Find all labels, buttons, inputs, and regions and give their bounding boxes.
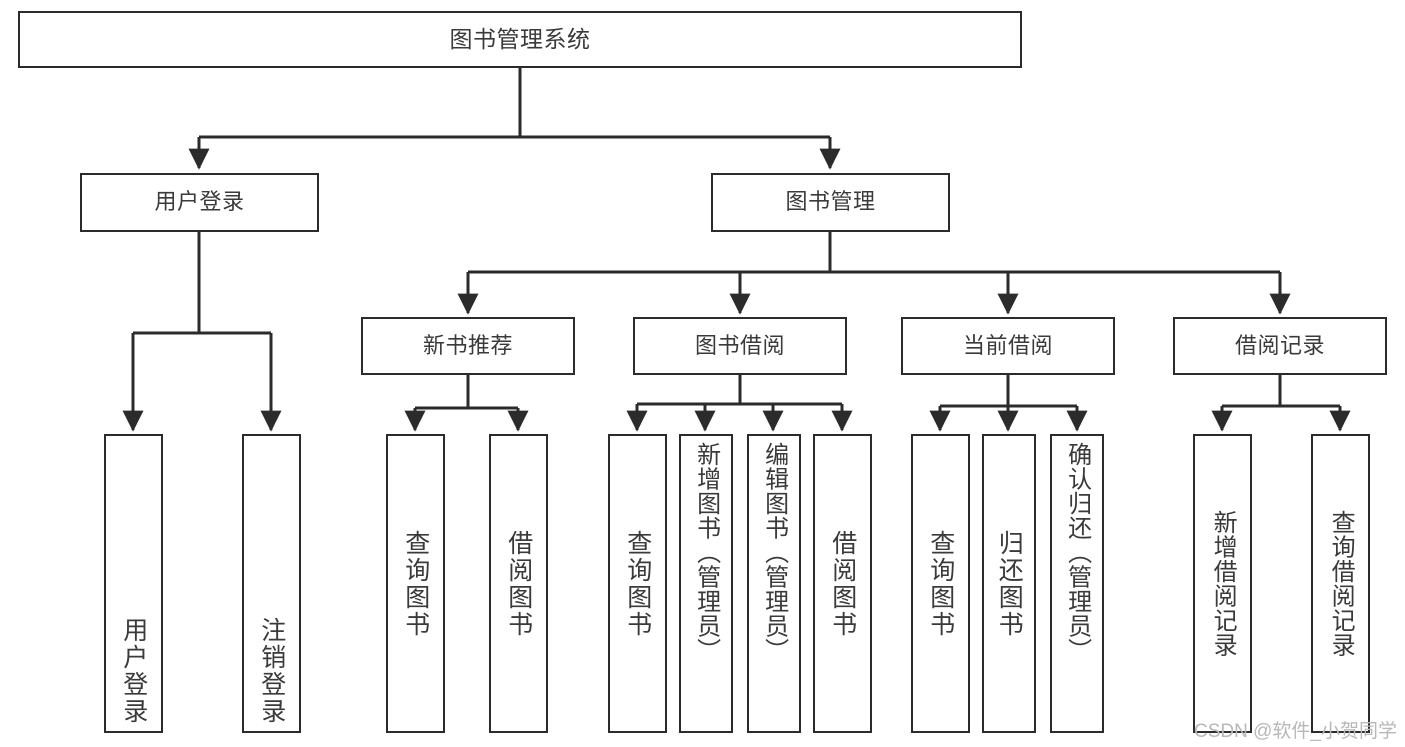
node-user-login[interactable]: 用户登录 (80, 173, 319, 232)
node-leaf-logout[interactable]: 注销登录 (242, 434, 301, 733)
node-leaf-query-book-recommend[interactable]: 查询图书 (386, 434, 445, 733)
node-label: 借阅图书 (828, 529, 857, 638)
node-leaf-edit-book-admin[interactable]: 编辑图书（管理员） (747, 434, 801, 733)
node-leaf-query-book-current[interactable]: 查询图书 (911, 434, 970, 733)
node-label: 图书借阅 (694, 332, 785, 358)
node-leaf-user-login[interactable]: 用户登录 (104, 434, 163, 733)
node-leaf-borrow-book[interactable]: 借阅图书 (813, 434, 872, 733)
node-current-borrow[interactable]: 当前借阅 (901, 317, 1115, 375)
node-label: 注销登录 (257, 617, 286, 725)
node-label: 图书管理系统 (449, 25, 591, 52)
node-root-book-management-system[interactable]: 图书管理系统 (18, 11, 1022, 68)
node-label: 归还图书 (995, 529, 1024, 638)
node-label: 借阅记录 (1234, 332, 1325, 358)
node-label: 当前借阅 (962, 332, 1053, 358)
node-leaf-add-borrow-record[interactable]: 新增借阅记录 (1193, 434, 1252, 733)
node-label: 查询图书 (623, 529, 652, 638)
node-leaf-add-book-admin[interactable]: 新增图书（管理员） (679, 434, 733, 733)
node-leaf-query-book-borrow[interactable]: 查询图书 (608, 434, 667, 733)
node-book-borrow[interactable]: 图书借阅 (633, 317, 847, 375)
node-label: 用户登录 (154, 189, 245, 215)
node-book-management[interactable]: 图书管理 (711, 173, 950, 232)
node-leaf-return-book[interactable]: 归还图书 (982, 434, 1036, 733)
node-leaf-borrow-book-recommend[interactable]: 借阅图书 (489, 434, 548, 733)
node-leaf-confirm-return-admin[interactable]: 确认归还（管理员） (1050, 434, 1104, 733)
node-label: 确认归还（管理员） (1063, 442, 1091, 663)
node-label: 查询借阅记录 (1327, 510, 1355, 657)
node-label: 借阅图书 (504, 529, 533, 638)
node-label: 查询图书 (401, 529, 430, 638)
node-borrow-record[interactable]: 借阅记录 (1173, 317, 1387, 375)
node-label: 用户登录 (119, 617, 148, 725)
node-label: 新增借阅记录 (1209, 510, 1237, 657)
node-label: 图书管理 (785, 189, 876, 215)
node-new-book-recommend[interactable]: 新书推荐 (361, 317, 575, 375)
node-label: 新书推荐 (422, 332, 513, 358)
node-label: 编辑图书（管理员） (760, 442, 788, 663)
node-label: 新增图书（管理员） (692, 442, 720, 663)
csdn-watermark: CSDN @软件_小贺同学 (1194, 721, 1397, 742)
node-leaf-query-borrow-record[interactable]: 查询借阅记录 (1311, 434, 1370, 733)
node-label: 查询图书 (926, 529, 955, 638)
